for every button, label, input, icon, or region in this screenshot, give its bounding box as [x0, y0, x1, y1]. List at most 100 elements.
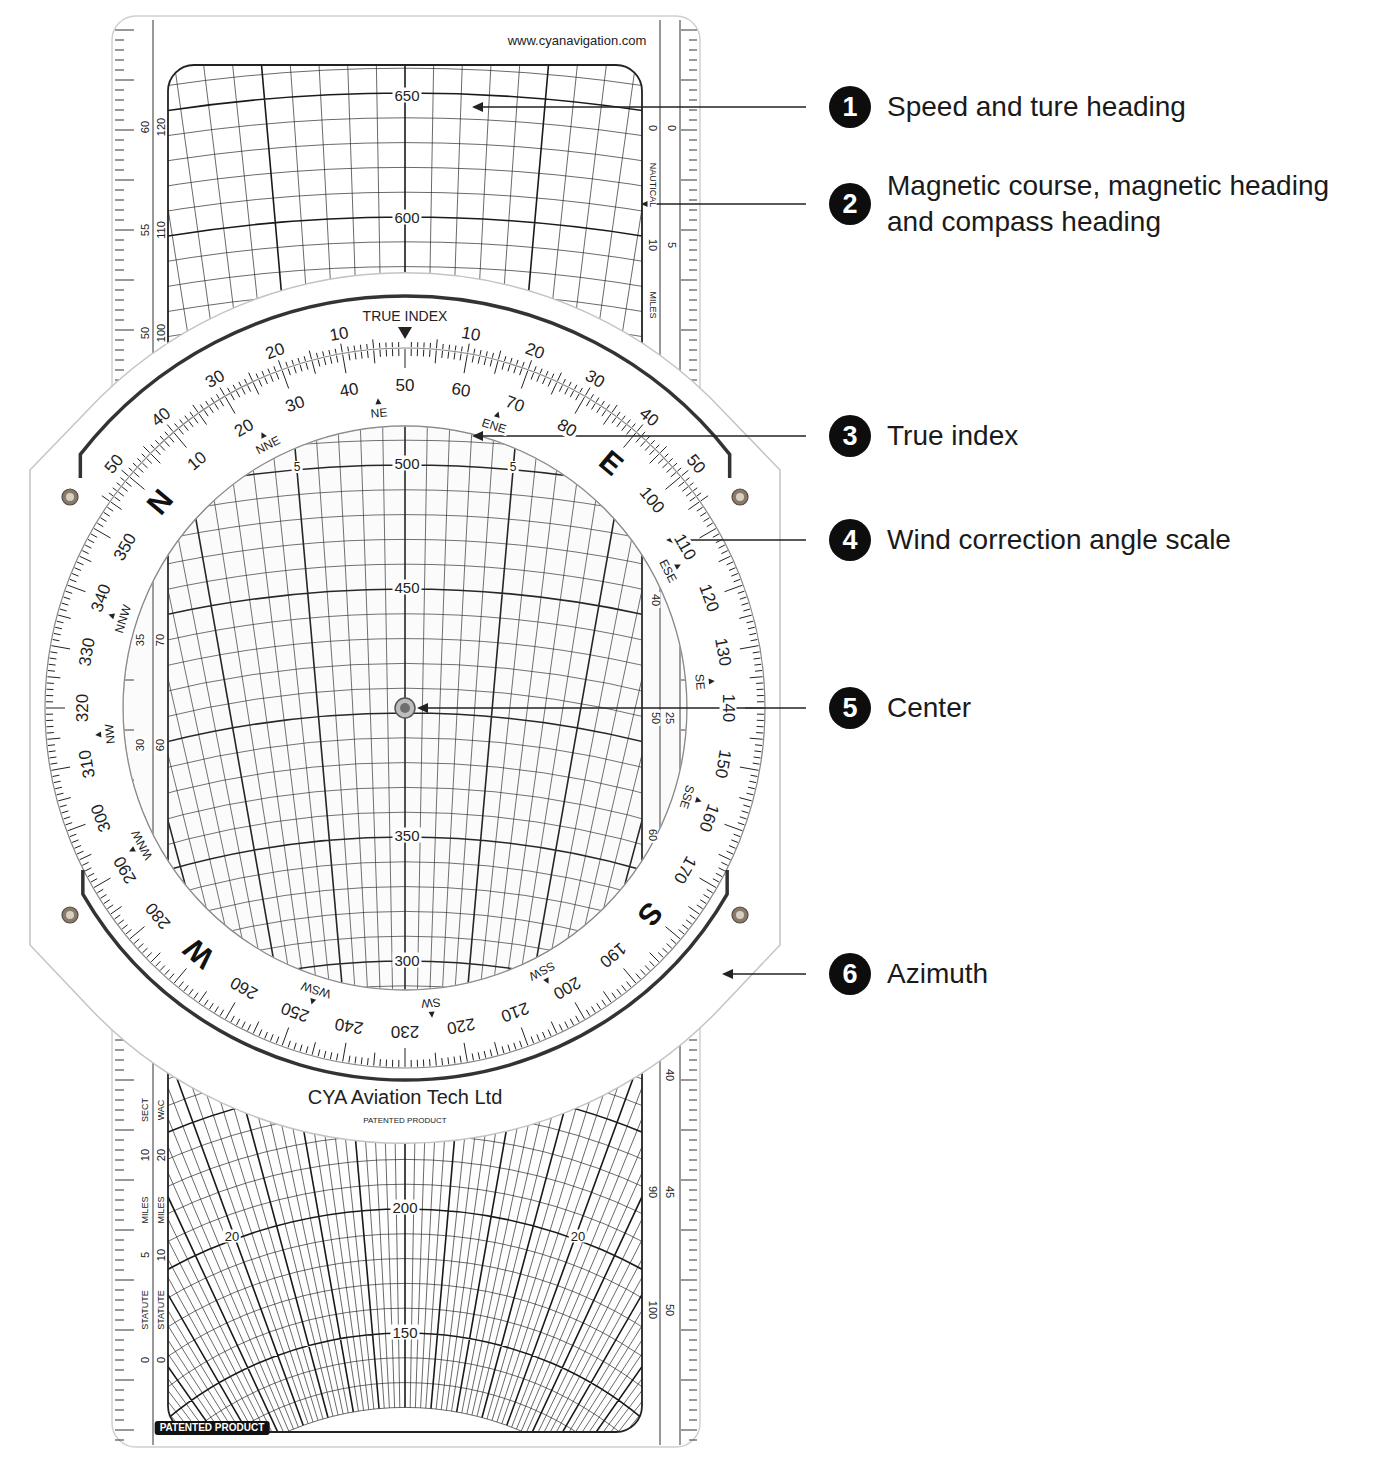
leader-line: [732, 973, 806, 975]
ruler-number: 120: [156, 116, 167, 138]
grid-label: 300: [392, 953, 421, 968]
slide-scale-number: 60: [155, 737, 166, 753]
callout-number: 2Magnetic course, magnetic heading and c…: [829, 183, 871, 225]
intercardinal-label: NW: [103, 721, 117, 746]
grid-label: 350: [392, 828, 421, 843]
callout-digit: 1: [829, 86, 871, 128]
intercardinal-label: SW: [419, 996, 443, 1010]
slide-scale-number: 30: [135, 737, 146, 753]
grid-label: 450: [392, 580, 421, 595]
azimuth-number: 40: [336, 380, 362, 401]
direction-marker: [128, 846, 136, 854]
ruler-number: 10: [140, 1147, 151, 1163]
direction-marker: [259, 431, 267, 439]
azimuth-number: 50: [394, 377, 417, 394]
slide-scale-number: 50: [650, 710, 661, 726]
leader-line: [651, 203, 806, 205]
ruler-unit: STATUTE: [157, 1288, 166, 1332]
rivet-hole: [736, 911, 744, 919]
callout-number: 5Center: [829, 687, 871, 729]
direction-marker: [709, 678, 716, 685]
grid-label: 20: [569, 1230, 587, 1243]
slide-scale-number: 40: [650, 592, 661, 608]
direction-marker: [494, 410, 502, 418]
rivet-hole: [66, 493, 74, 501]
leader-arrowhead: [472, 102, 483, 112]
patent-badge: PATENTED PRODUCT: [155, 1421, 270, 1435]
speed-drift-grid: [168, 65, 642, 1432]
callout-digit: 4: [829, 519, 871, 561]
callout-number: 1Speed and ture heading: [829, 86, 871, 128]
ruler-number: 0: [666, 123, 677, 133]
rivet-hole: [66, 911, 74, 919]
ruler-unit: WAC: [157, 1098, 166, 1123]
callout-digit: 6: [829, 953, 871, 995]
callout-label: Center: [887, 690, 1357, 726]
patent-note: PATENTED PRODUCT: [361, 1117, 448, 1125]
azimuth-number: 320: [74, 692, 91, 724]
rivet: [732, 489, 748, 505]
callout-number: 6Azimuth: [829, 953, 871, 995]
slide-scale-number: 25: [664, 710, 675, 726]
center-pin-head: [400, 703, 410, 713]
intercardinal-label: NE: [368, 406, 390, 420]
leader-line: [482, 435, 806, 437]
callout-number: 3True index: [829, 415, 871, 457]
grid-label: 500: [392, 456, 421, 471]
true-index-label: TRUE INDEX: [361, 309, 450, 323]
direction-marker: [695, 797, 703, 805]
ruler-unit: NAUTICAL: [648, 161, 657, 210]
ruler-number: 5: [666, 240, 677, 250]
ruler-number: 5: [140, 1250, 151, 1260]
ruler-number: 55: [140, 222, 151, 238]
ruler-number: 40: [664, 1067, 675, 1083]
rivet-hole: [736, 493, 744, 501]
speed-label: 650: [392, 88, 421, 103]
plate-arc: [80, 296, 729, 478]
slide-scale-number: 60: [647, 827, 658, 843]
callout-label: True index: [887, 418, 1357, 454]
callout-digit: 3: [829, 415, 871, 457]
azimuth-number: 230: [389, 1023, 421, 1040]
speed-label: 600: [392, 210, 421, 225]
direction-marker: [309, 998, 317, 1006]
maker-name: CYA Aviation Tech Ltd: [306, 1087, 505, 1107]
grid-label: 200: [390, 1200, 419, 1215]
rivet: [732, 907, 748, 923]
callout-label: Wind correction angle scale: [887, 522, 1357, 558]
plate-arc: [83, 870, 727, 1080]
azimuth-number: 60: [448, 380, 474, 401]
wca-ticks: [102, 339, 708, 501]
ruler-number: 0: [647, 123, 658, 133]
wca-number: 10: [458, 323, 484, 344]
rivet: [62, 489, 78, 505]
ruler-number: 60: [140, 119, 151, 135]
grid-label: 5: [508, 461, 519, 473]
slide-scale-number: 35: [135, 632, 146, 648]
ruler-unit: SECT: [141, 1096, 150, 1124]
ruler-number: 10: [647, 237, 658, 253]
ruler-number: 50: [664, 1302, 675, 1318]
direction-marker: [107, 612, 115, 620]
leader-line: [676, 539, 806, 541]
wca-number: 10: [326, 323, 352, 344]
ruler-number: 100: [156, 322, 167, 344]
grid-lines-major: [168, 65, 642, 1432]
direction-marker: [429, 1012, 436, 1019]
rivet: [62, 907, 78, 923]
azimuth-number: 140: [720, 692, 737, 724]
direction-marker: [543, 977, 551, 985]
ruler-unit: MILES: [141, 1194, 150, 1225]
center-pin: [395, 698, 415, 718]
callout-digit: 2: [829, 183, 871, 225]
callout-label: Speed and ture heading: [887, 89, 1357, 125]
leader-line: [482, 106, 806, 108]
grid-label: 20: [223, 1230, 241, 1243]
leader-arrowhead: [417, 703, 428, 713]
ruler-number: 0: [156, 1355, 167, 1365]
ruler-number: 100: [647, 1299, 658, 1321]
ruler-number: 20: [156, 1147, 167, 1163]
direction-marker: [375, 398, 382, 405]
